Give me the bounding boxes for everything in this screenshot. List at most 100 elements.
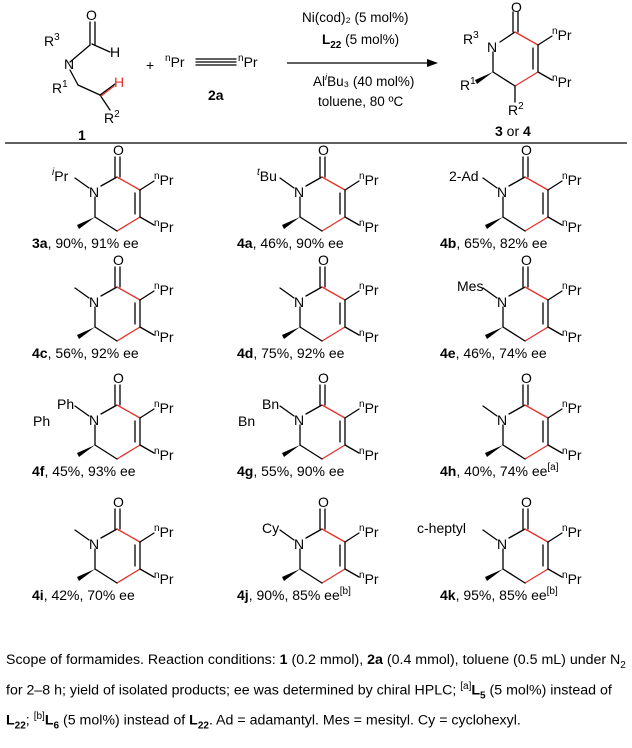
svg-text:Bn: Bn	[238, 413, 255, 429]
svg-text:O: O	[511, 0, 522, 15]
entry-label-4h: 4h, 40%, 74% ee[a]	[440, 462, 559, 479]
svg-text:O: O	[318, 142, 329, 158]
svg-text:O: O	[318, 370, 329, 386]
svg-text:N: N	[89, 536, 99, 552]
svg-text:nPr: nPr	[562, 281, 582, 298]
reaction-arrow: Ni(cod)₂ (5 mol%) L22 (5 mol%) AliBu₃ (4…	[287, 10, 438, 109]
condition-lewis-acid: AliBu₃ (40 mol%)	[313, 72, 414, 89]
svg-text:nPr: nPr	[359, 171, 379, 188]
svg-text:tBu: tBu	[257, 167, 277, 184]
svg-text:N: N	[497, 536, 507, 552]
svg-text:c-heptyl: c-heptyl	[417, 520, 466, 536]
svg-text:N: N	[89, 294, 99, 310]
svg-text:N: N	[497, 184, 507, 200]
svg-text:O: O	[521, 494, 532, 510]
svg-text:2-Ad: 2-Ad	[449, 168, 479, 184]
svg-text:nPr: nPr	[562, 399, 582, 416]
svg-text:nPr: nPr	[154, 523, 174, 540]
svg-text:nPr: nPr	[154, 570, 174, 587]
condition-solvent: toluene, 80 ºC	[318, 94, 403, 109]
entry-label-4i: 4i, 42%, 70% ee	[32, 587, 135, 603]
svg-text:nPr: nPr	[154, 399, 174, 416]
svg-text:nPr: nPr	[154, 281, 174, 298]
svg-text:nPr: nPr	[154, 171, 174, 188]
svg-text:N: N	[497, 412, 507, 428]
alkyne-2a: nPr nPr 2a	[165, 53, 258, 103]
svg-text:nPr: nPr	[154, 446, 174, 463]
reaction-scheme: O N H H R3 R1 R2 1 + nPr nPr 2a Ni(cod)₂…	[5, 0, 627, 603]
entry-label-3a: 3a, 90%, 91% ee	[32, 235, 139, 251]
svg-text:R1: R1	[460, 76, 476, 93]
entry-label-4f: 4f, 45%, 93% ee	[32, 463, 136, 479]
svg-text:nPr: nPr	[359, 523, 379, 540]
alkyne-label: 2a	[208, 87, 224, 103]
entry-label-4b: 4b, 65%, 82% ee	[440, 235, 548, 251]
svg-text:O: O	[521, 142, 532, 158]
atom-h-red: H	[114, 74, 124, 90]
svg-text:nPr: nPr	[562, 570, 582, 587]
product-scaffold: O N R3 R1 R2 nPr nPr 3 or 4	[460, 0, 572, 139]
svg-text:O: O	[318, 494, 329, 510]
svg-text:nPr: nPr	[359, 570, 379, 587]
svg-text:Ph: Ph	[57, 396, 74, 412]
label-r2: R2	[104, 109, 120, 126]
condition-ligand: L22 (5 mol%)	[322, 32, 399, 51]
svg-text:N: N	[89, 412, 99, 428]
svg-text:O: O	[113, 142, 124, 158]
svg-text:O: O	[113, 252, 124, 268]
svg-text:nPr: nPr	[562, 218, 582, 235]
reactant-1-label: 1	[78, 127, 86, 143]
entry-label-4c: 4c, 56%, 92% ee	[32, 345, 139, 361]
entry-label-4d: 4d, 75%, 92% ee	[237, 345, 345, 361]
label-r3: R3	[44, 32, 60, 49]
figure-caption: Scope of formamides. Reaction conditions…	[6, 652, 626, 732]
svg-text:nPr: nPr	[359, 328, 379, 345]
svg-text:nPr: nPr	[238, 53, 258, 70]
svg-text:nPr: nPr	[562, 171, 582, 188]
svg-text:Cy: Cy	[262, 520, 279, 536]
svg-text:N: N	[294, 412, 304, 428]
svg-text:Mes: Mes	[457, 278, 483, 294]
svg-text:nPr: nPr	[359, 281, 379, 298]
svg-text:N: N	[294, 184, 304, 200]
svg-text:Bn: Bn	[262, 396, 279, 412]
svg-text:nPr: nPr	[562, 328, 582, 345]
svg-text:N: N	[294, 294, 304, 310]
svg-text:nPr: nPr	[154, 218, 174, 235]
reactant-1: O N H H R3 R1 R2 1	[44, 7, 124, 143]
entry-label-4e: 4e, 46%, 74% ee	[440, 345, 547, 361]
svg-text:nPr: nPr	[562, 523, 582, 540]
svg-text:iPr: iPr	[52, 167, 69, 184]
svg-text:nPr: nPr	[359, 399, 379, 416]
atom-o: O	[86, 7, 97, 23]
svg-text:nPr: nPr	[165, 53, 185, 70]
product-label: 3 or 4	[495, 123, 531, 139]
svg-text:nPr: nPr	[359, 446, 379, 463]
atom-n: N	[64, 56, 74, 72]
svg-text:nPr: nPr	[562, 446, 582, 463]
svg-text:N: N	[89, 184, 99, 200]
atom-h-formyl: H	[110, 44, 120, 60]
svg-text:nPr: nPr	[359, 218, 379, 235]
svg-text:R2: R2	[508, 101, 524, 118]
svg-text:Ph: Ph	[33, 413, 50, 429]
entry-label-4j: 4j, 90%, 85% ee[b]	[237, 586, 351, 603]
svg-text:nPr: nPr	[552, 73, 572, 90]
svg-text:O: O	[113, 370, 124, 386]
svg-text:N: N	[294, 536, 304, 552]
plus-sign: +	[146, 57, 154, 73]
entry-label-4g: 4g, 55%, 90% ee	[237, 463, 345, 479]
entry-label-4a: 4a, 46%, 90% ee	[237, 235, 344, 251]
svg-text:N: N	[487, 39, 497, 55]
svg-text:O: O	[521, 370, 532, 386]
